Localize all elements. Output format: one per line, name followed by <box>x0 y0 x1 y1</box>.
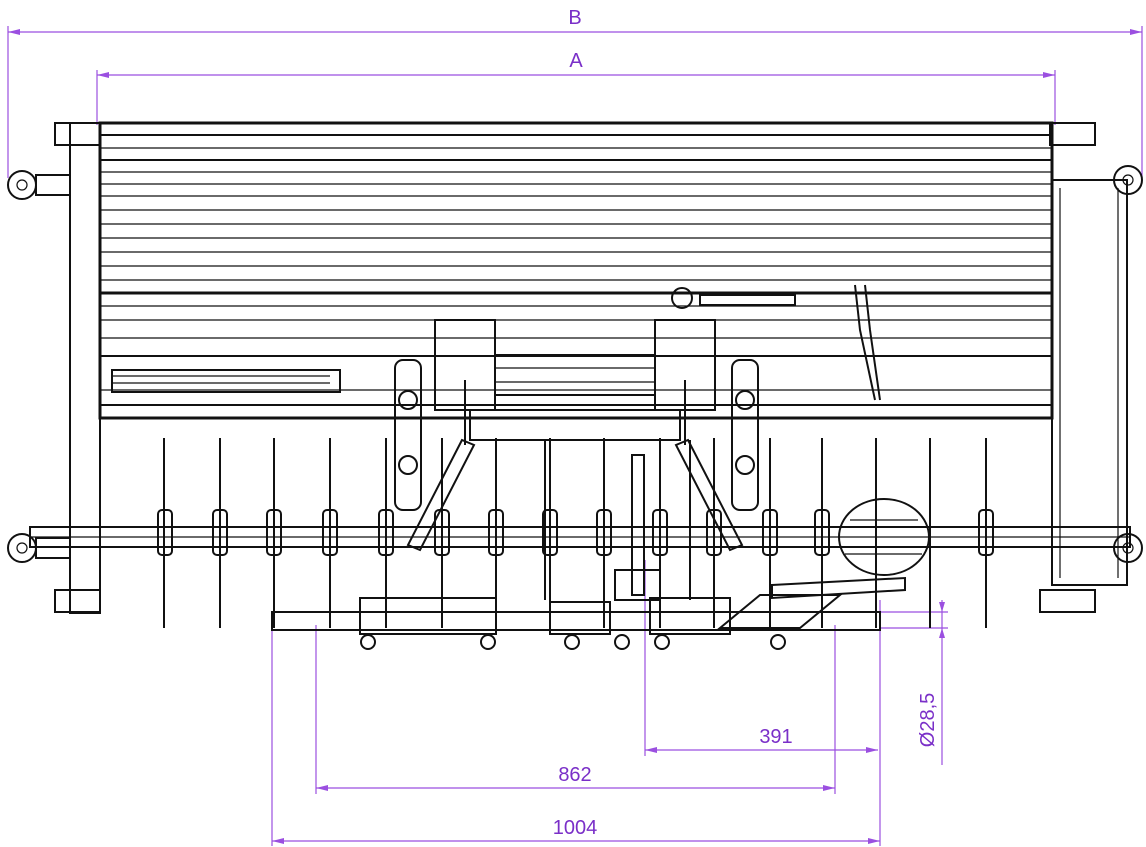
left-slot <box>111 369 341 393</box>
dimension-diameter: Ø28,5 <box>880 600 948 765</box>
tine-clamps <box>157 509 994 556</box>
dimension-391: 391 <box>644 560 878 756</box>
center-lever <box>614 454 661 601</box>
dimension-391-label: 391 <box>759 726 792 748</box>
machine-frame <box>54 121 1128 614</box>
axle-shaft <box>29 526 1131 548</box>
dimension-a-label: A <box>569 50 583 72</box>
wheel-brackets <box>7 165 1143 563</box>
dimension-862: 862 <box>315 625 836 794</box>
tines <box>163 438 987 628</box>
spring-assemblies <box>394 359 759 511</box>
bottom-plate <box>271 597 881 650</box>
dimension-1004: 1004 <box>271 600 881 846</box>
dimension-diameter-label: Ø28,5 <box>917 693 939 747</box>
dimension-b-label: B <box>568 7 581 29</box>
right-pedal <box>717 576 906 629</box>
roller-lines <box>100 134 1052 406</box>
dimension-a: A <box>96 50 1056 125</box>
dimension-1004-label: 1004 <box>553 817 598 839</box>
dimension-862-label: 862 <box>558 764 591 786</box>
dimension-b: B <box>7 7 1143 180</box>
top-linkage <box>671 284 881 401</box>
hitch-frame <box>406 319 744 600</box>
bulb-weight <box>838 498 930 576</box>
